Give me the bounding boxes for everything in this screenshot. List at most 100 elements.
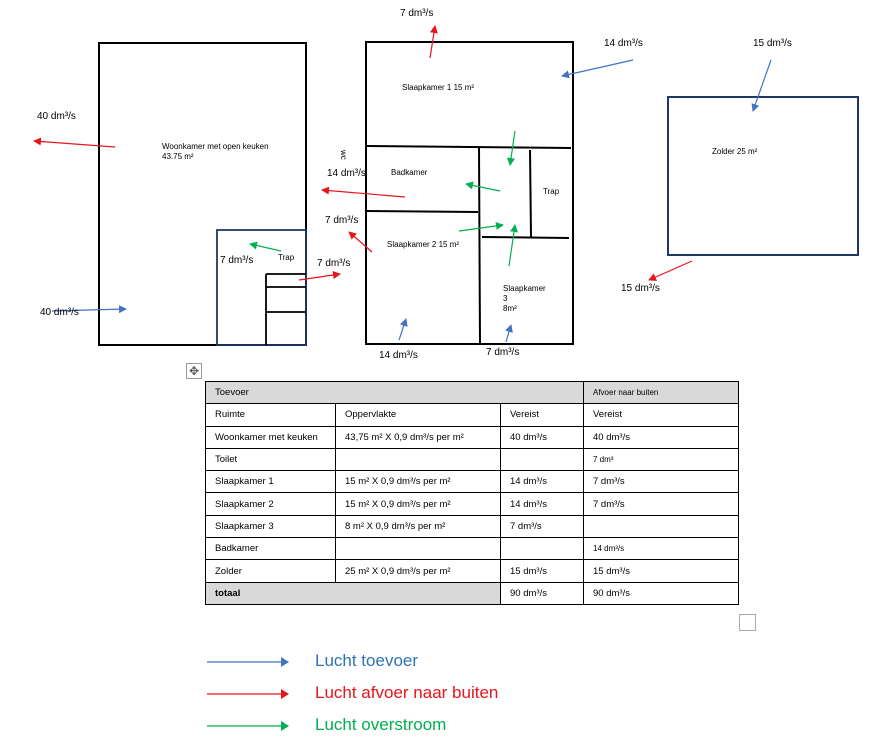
table-cell: 7 dm³/s: [583, 492, 739, 516]
ground-supply-flow: 40 dm³/s: [40, 307, 79, 318]
table-cell: 8 m² X 0,9 dm³/s per m²: [335, 514, 501, 539]
attic-exhaust-arrow: [648, 260, 693, 281]
bedroom1-exhaust-arrow: [429, 25, 438, 59]
table-cell: 15 dm³/s: [583, 559, 739, 583]
total-supply: 90 dm³/s: [500, 581, 584, 605]
table-section-row: Toevoer Afvoer naar buiten: [205, 380, 739, 405]
table-cell: [500, 447, 584, 472]
table-row: Zolder 25 m² X 0,9 dm³/s per m² 15 dm³/s…: [205, 559, 739, 583]
first-floor-stair-wall: [529, 149, 532, 238]
bedroom3-label-line3: 8m²: [503, 304, 517, 313]
bedroom3-label-line1: Slaapkamer: [503, 284, 546, 293]
exhaust-arrow-icon: [207, 689, 289, 699]
bedroom3-supply-arrow: [505, 324, 513, 343]
first-floor-corridor-wall: [365, 145, 572, 149]
attic-supply-arrow: [751, 59, 772, 112]
first-floor-outline: [365, 41, 574, 345]
legend-item-supply: Lucht toevoer: [205, 648, 605, 678]
table-cell: [500, 537, 584, 561]
attic-exhaust-flow: 15 dm³/s: [621, 283, 660, 294]
table-cell: [583, 514, 739, 539]
table-resize-handle[interactable]: [739, 614, 756, 631]
legend-item-overflow: Lucht overstroom: [205, 712, 605, 742]
wc-label: wc: [339, 150, 348, 160]
first-floor-bedroom3-wall: [481, 236, 570, 239]
table-cell: 14 dm³/s: [500, 492, 584, 516]
bathroom-exhaust-flow: 14 dm³/s: [327, 168, 366, 179]
bedroom1-exhaust-flow: 7 dm³/s: [400, 8, 434, 19]
ground-room-label: Woonkamer met open keuken: [162, 142, 269, 151]
first-floor-stairs-label: Trap: [543, 187, 560, 196]
table-move-handle-icon[interactable]: ✥: [186, 363, 202, 379]
bedroom2-exhaust-arrow: [348, 231, 373, 253]
bedroom2-supply-flow: 14 dm³/s: [379, 350, 418, 361]
attic-outline: [667, 96, 859, 256]
table-cell: Slaapkamer 3: [205, 514, 336, 539]
table-cell: 15 dm³/s: [500, 559, 584, 583]
supply-section-header: Toevoer: [205, 380, 584, 405]
table-row: Woonkamer met keuken 43,75 m² X 0,9 dm³/…: [205, 425, 739, 449]
table-cell: [335, 537, 501, 561]
total-exhaust: 90 dm³/s: [583, 581, 739, 605]
table-cell: Woonkamer met keuken: [205, 425, 336, 449]
first-floor-bathroom-wall: [365, 210, 479, 213]
table-cell: Toilet: [205, 447, 336, 472]
bedroom3-label-line2: 3: [503, 294, 508, 303]
bedroom3-supply-flow: 7 dm³/s: [486, 347, 520, 358]
table-cell: 25 m² X 0,9 dm³/s per m²: [335, 559, 501, 583]
header-required-supply: Vereist: [500, 403, 584, 427]
bedroom1-label: Slaapkamer 1 15 m²: [402, 83, 475, 92]
table-cell: 43,75 m² X 0,9 dm³/s per m²: [335, 425, 501, 449]
ventilation-table: Toevoer Afvoer naar buiten Ruimte Opperv…: [205, 380, 739, 605]
floor-plan-drawing: [33, 25, 859, 346]
table-total-row: totaal 90 dm³/s 90 dm³/s: [205, 581, 739, 605]
ground-supply-arrow: [51, 305, 127, 314]
table-row: Toilet 7 dm³: [205, 447, 739, 472]
ground-exhaust-arrow: [33, 137, 116, 148]
attic-supply-flow: 15 dm³/s: [753, 38, 792, 49]
stairwell-flow: 7 dm³/s: [220, 255, 254, 266]
attic-label: Zolder 25 m²: [712, 147, 758, 156]
legend-item-exhaust: Lucht afvoer naar buiten: [205, 680, 605, 710]
ground-exhaust-flow: 40 dm³/s: [37, 111, 76, 122]
floor-plan-diagram: Woonkamer met open keuken 43.75 m² Trap …: [0, 0, 896, 370]
corridor-overflow-arrow-1: [507, 130, 516, 166]
table-cell: Slaapkamer 2: [205, 492, 336, 516]
stairwell-exhaust-arrow: [298, 271, 341, 281]
table-row: Slaapkamer 1 15 m² X 0,9 dm³/s per m² 14…: [205, 470, 739, 494]
table-row: Badkamer 14 dm³/s: [205, 537, 739, 561]
legend: Lucht toevoer Lucht afvoer naar buiten L…: [205, 648, 605, 743]
bedroom2-supply-arrow: [398, 318, 408, 341]
table-cell: 40 dm³/s: [500, 425, 584, 449]
supply-arrow-icon: [207, 657, 289, 667]
bathroom-exhaust-arrow: [321, 186, 406, 198]
exhaust-section-header: Afvoer naar buiten: [583, 380, 739, 405]
bedroom1-supply-arrow: [561, 59, 634, 79]
ground-floor-outline: [98, 42, 307, 346]
bedroom3-overflow-arrow: [508, 224, 518, 267]
legend-overflow-label: Lucht overstroom: [315, 715, 447, 734]
stairwell-exhaust-flow: 7 dm³/s: [317, 258, 351, 269]
table-header-row: Ruimte Oppervlakte Vereist Vereist: [205, 403, 739, 427]
table-cell: 40 dm³/s: [583, 425, 739, 449]
bedroom1-supply-flow: 14 dm³/s: [604, 38, 643, 49]
table-cell: 14 dm³/s: [500, 470, 584, 494]
table-cell: Badkamer: [205, 537, 336, 561]
table-cell: 14 dm³/s: [583, 537, 739, 561]
table-row: Slaapkamer 3 8 m² X 0,9 dm³/s per m² 7 d…: [205, 514, 739, 539]
first-floor-central-wall: [478, 147, 481, 345]
bathroom-overflow-arrow: [465, 181, 501, 192]
bathroom-label: Badkamer: [391, 168, 428, 177]
total-label: totaal: [205, 581, 501, 605]
table-cell: 15 m² X 0,9 dm³/s per m²: [335, 492, 501, 516]
header-required-exhaust: Vereist: [583, 403, 739, 427]
table-cell: 7 dm³: [583, 447, 739, 472]
bedroom2-label: Slaapkamer 2 15 m²: [387, 240, 460, 249]
ground-room-area: 43.75 m²: [162, 152, 194, 161]
table-cell: Slaapkamer 1: [205, 470, 336, 494]
header-area: Oppervlakte: [335, 403, 501, 427]
table-cell: [335, 447, 501, 472]
table-cell: Zolder: [205, 559, 336, 583]
overflow-arrow-icon: [207, 721, 289, 731]
header-room: Ruimte: [205, 403, 336, 427]
